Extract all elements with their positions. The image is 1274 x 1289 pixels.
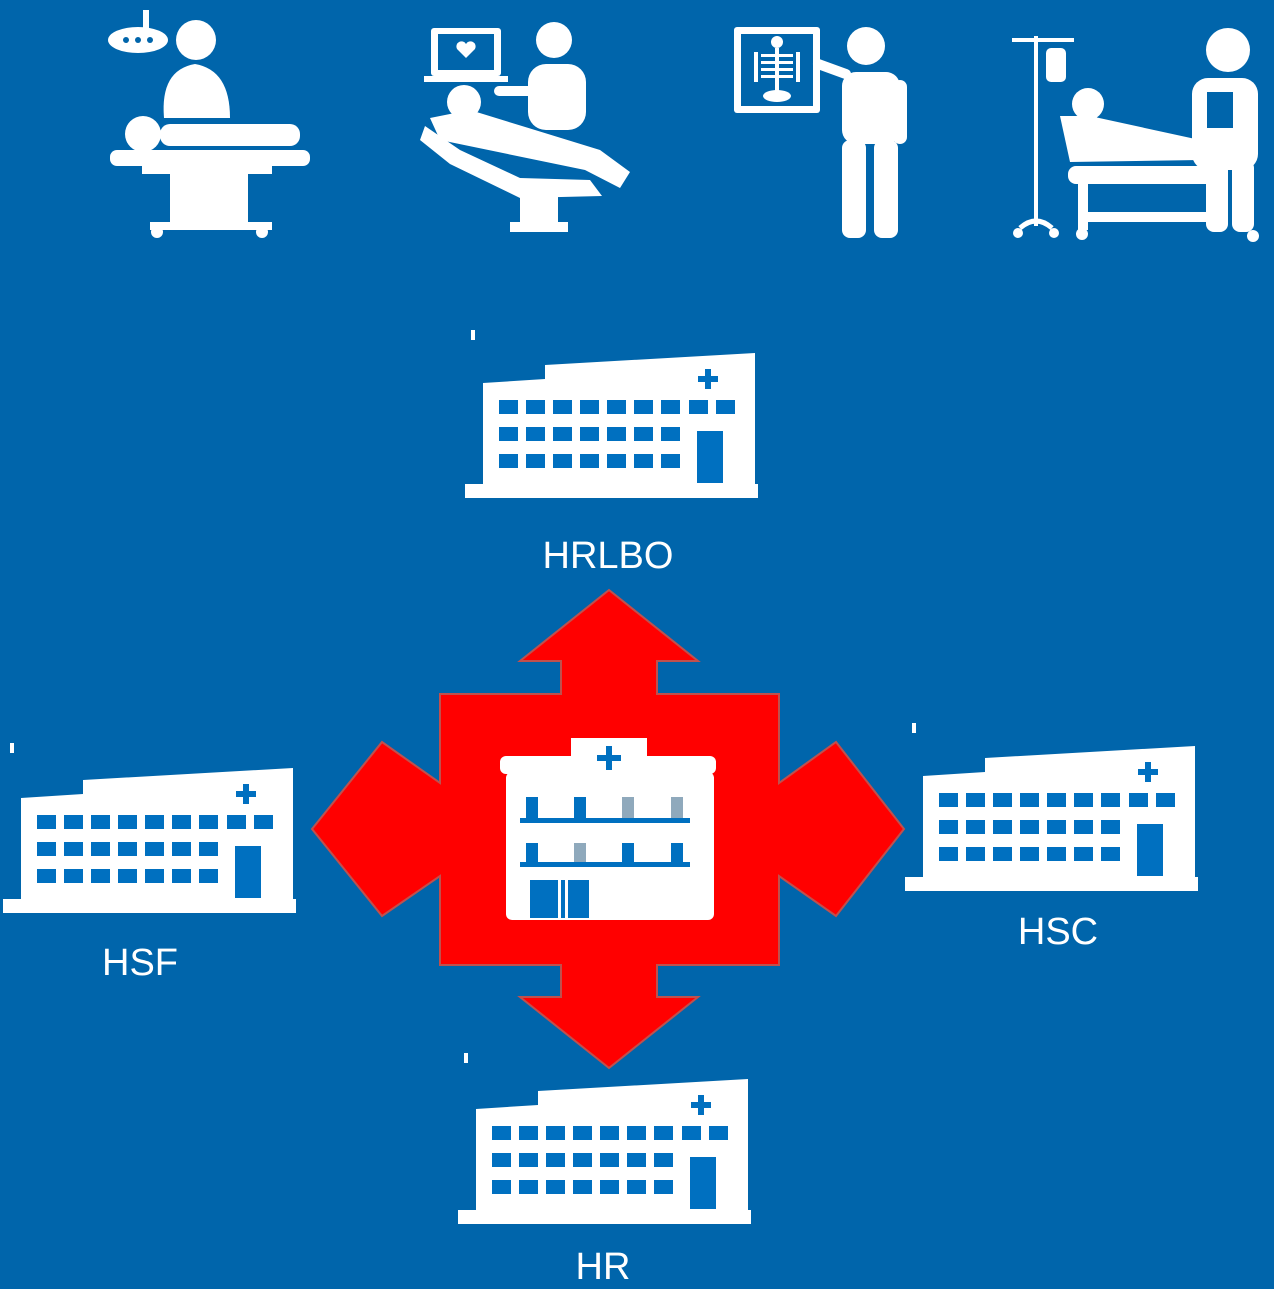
central-hospital-icon (500, 738, 716, 920)
hospital-label-hrlbo: HRLBO (542, 535, 674, 577)
hospital-label-hsf: HSF (102, 942, 178, 984)
ultrasound-exam-icon (420, 22, 630, 232)
hospital-label-hsc: HSC (1017, 911, 1099, 953)
hospital-hr-building-icon (458, 1053, 751, 1224)
patient-iv-bed-icon (1012, 28, 1259, 242)
hospital-hrlbo-building-icon (465, 330, 758, 498)
hospital-hsc-building-icon (905, 723, 1198, 891)
surgeon-operating-icon (108, 10, 310, 238)
hospital-label-hr: HR (575, 1246, 631, 1288)
xray-doctor-icon (734, 27, 907, 238)
hospital-hsf-building-icon (3, 743, 296, 913)
